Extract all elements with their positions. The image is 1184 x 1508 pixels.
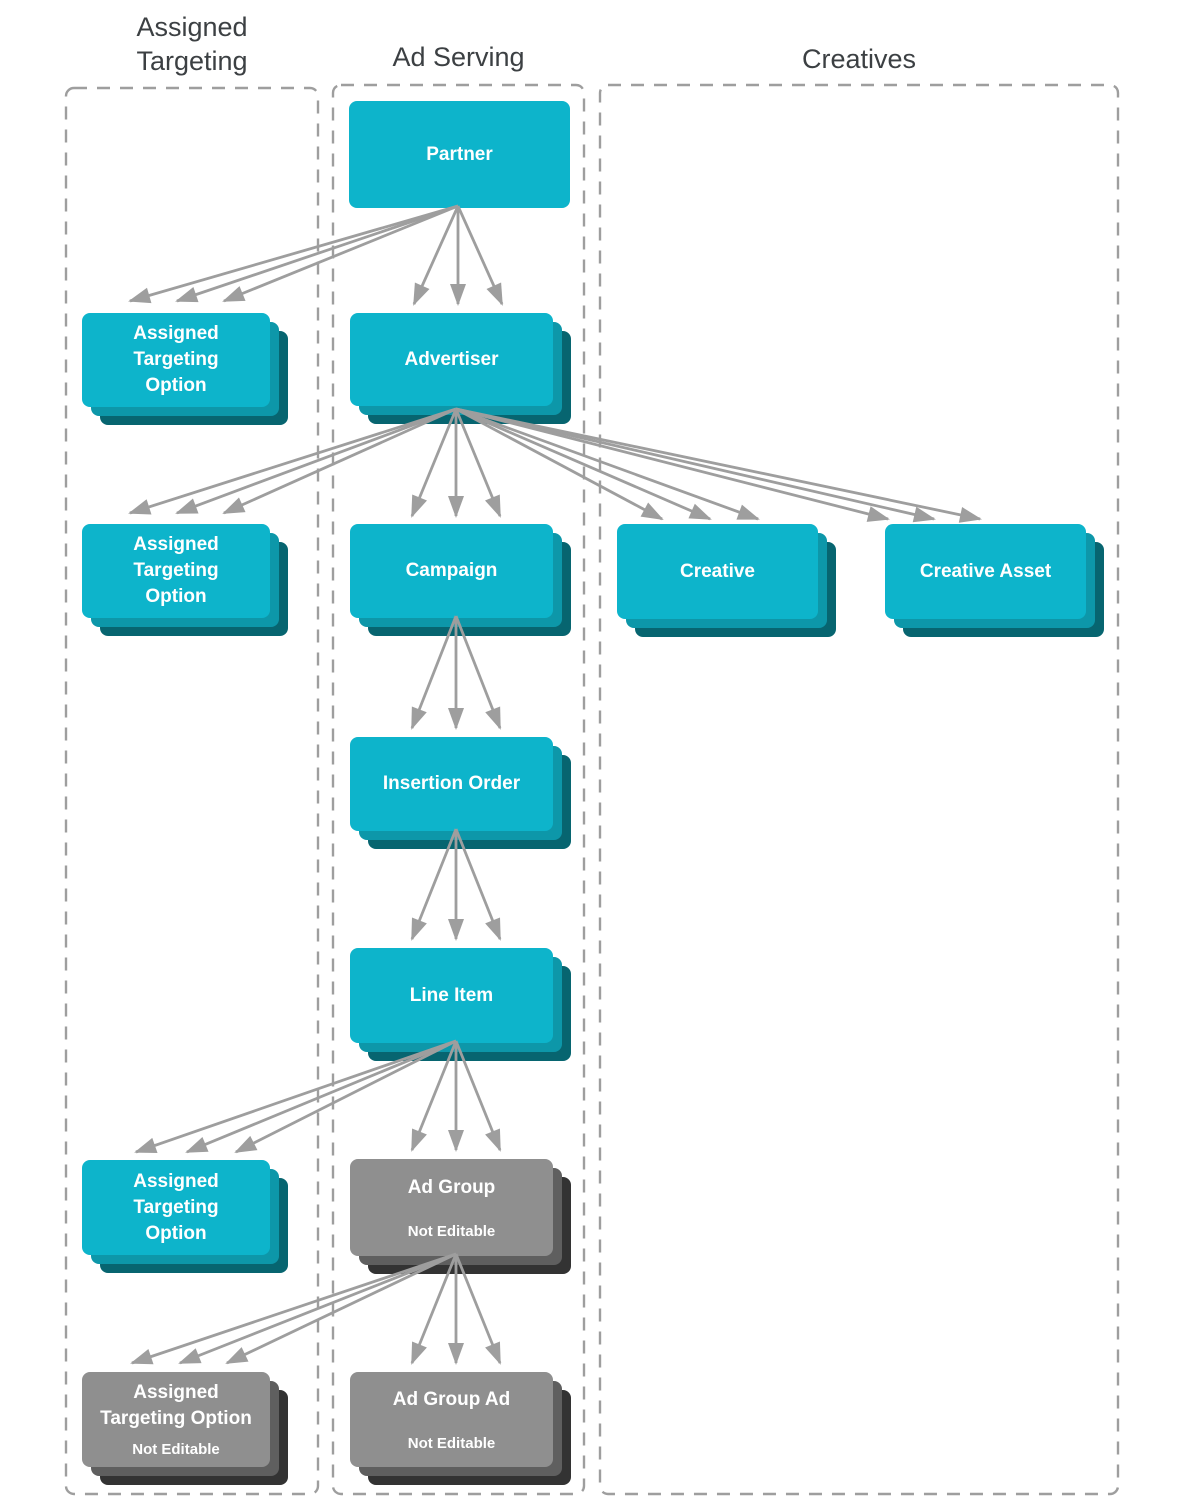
node-label-line: Creative Asset <box>919 560 1052 582</box>
column-box-creatives <box>598 83 1120 1496</box>
node-label-line: Campaign <box>405 560 498 581</box>
edge-advertiser-to-campaign <box>410 408 502 518</box>
node-label: Assigned Targeting Option <box>133 532 219 610</box>
node-label: Advertiser <box>405 347 499 373</box>
edge-advertiser-to-creative_asset <box>455 407 982 523</box>
edge-line_item-to-ato3 <box>134 1039 457 1154</box>
node-assigned-targeting-option-ad-group: Assigned Targeting Option Not Editable <box>82 1372 270 1467</box>
node-label: Creative Asset <box>920 559 1051 585</box>
node-label-line: Ad Group <box>407 1176 496 1198</box>
node-label: Assigned Targeting Option <box>100 1380 252 1432</box>
edge-partner-to-ato1 <box>128 204 459 304</box>
node-label-line: Ad Group Ad <box>392 1388 511 1410</box>
node-assigned-targeting-option-advertiser: Assigned Targeting Option <box>82 524 270 618</box>
node-label-line: Option <box>145 1222 207 1244</box>
edge-campaign-to-insertion_order <box>410 615 502 730</box>
node-line-item: Line Item <box>350 948 553 1043</box>
node-label: Ad Group <box>408 1175 496 1201</box>
node-ad-group: Ad Group Not Editable <box>350 1159 553 1256</box>
node-partner-label: Partner <box>426 142 493 168</box>
edge-advertiser-to-ato2 <box>128 407 457 515</box>
node-assigned-targeting-option-partner: Assigned Targeting Option <box>82 313 270 407</box>
edge-advertiser-to-creative <box>455 407 760 521</box>
node-label-line: Assigned <box>133 1382 219 1403</box>
node-label-line: Option <box>145 375 207 396</box>
column-heading-ad-serving: Ad Serving <box>392 42 525 72</box>
node-campaign: Campaign <box>350 524 553 618</box>
not-editable-badge: Not Editable <box>132 1441 220 1458</box>
node-label-line: Assigned <box>133 534 219 555</box>
node-label: Assigned Targeting Option <box>133 1169 219 1247</box>
node-insertion-order: Insertion Order <box>350 737 553 831</box>
node-label-line: Line Item <box>409 984 494 1006</box>
node-label: Insertion Order <box>383 771 520 797</box>
node-advertiser: Advertiser <box>350 313 553 406</box>
node-label-line: Partner <box>426 143 493 165</box>
column-box-assigned-targeting <box>64 86 320 1496</box>
node-label-line: Insertion Order <box>382 773 521 794</box>
node-creative-asset: Creative Asset <box>885 524 1086 619</box>
edge-ad_group-to-ato4 <box>130 1252 457 1365</box>
node-label-line: Creative <box>680 560 755 582</box>
edge-insertion_order-to-line_item <box>410 828 502 941</box>
node-label-line: Assigned <box>133 1170 219 1192</box>
node-assigned-targeting-option-line-item: Assigned Targeting Option <box>82 1160 270 1255</box>
node-ad-group-ad: Ad Group Ad Not Editable <box>350 1372 553 1467</box>
node-label-line: Targeting <box>133 1196 219 1218</box>
edge-partner-to-advertiser <box>412 205 504 306</box>
edge-ad_group-to-ad_group_ad <box>410 1253 502 1365</box>
node-label-line: Targeting <box>133 560 219 581</box>
node-label-line: Targeting <box>133 349 219 370</box>
node-label: Creative <box>680 559 755 585</box>
column-heading-creatives: Creatives <box>801 44 917 74</box>
edge-line_item-to-ad_group <box>410 1040 502 1152</box>
node-label-line: Targeting Option <box>100 1408 252 1429</box>
node-label-line: Advertiser <box>404 348 499 370</box>
not-editable-badge: Not Editable <box>407 1434 496 1452</box>
node-creative: Creative <box>617 524 818 619</box>
node-label: Line Item <box>410 983 493 1009</box>
column-heading-assigned-targeting: Assigned Targeting <box>136 12 248 76</box>
node-partner: Partner <box>349 101 570 208</box>
node-label: Ad Group Ad <box>393 1387 511 1413</box>
node-label-line: Option <box>145 586 207 607</box>
node-label-line: Assigned <box>133 323 219 344</box>
node-label: Assigned Targeting Option <box>133 321 219 399</box>
not-editable-badge: Not Editable <box>407 1222 496 1240</box>
node-label: Campaign <box>406 558 498 584</box>
